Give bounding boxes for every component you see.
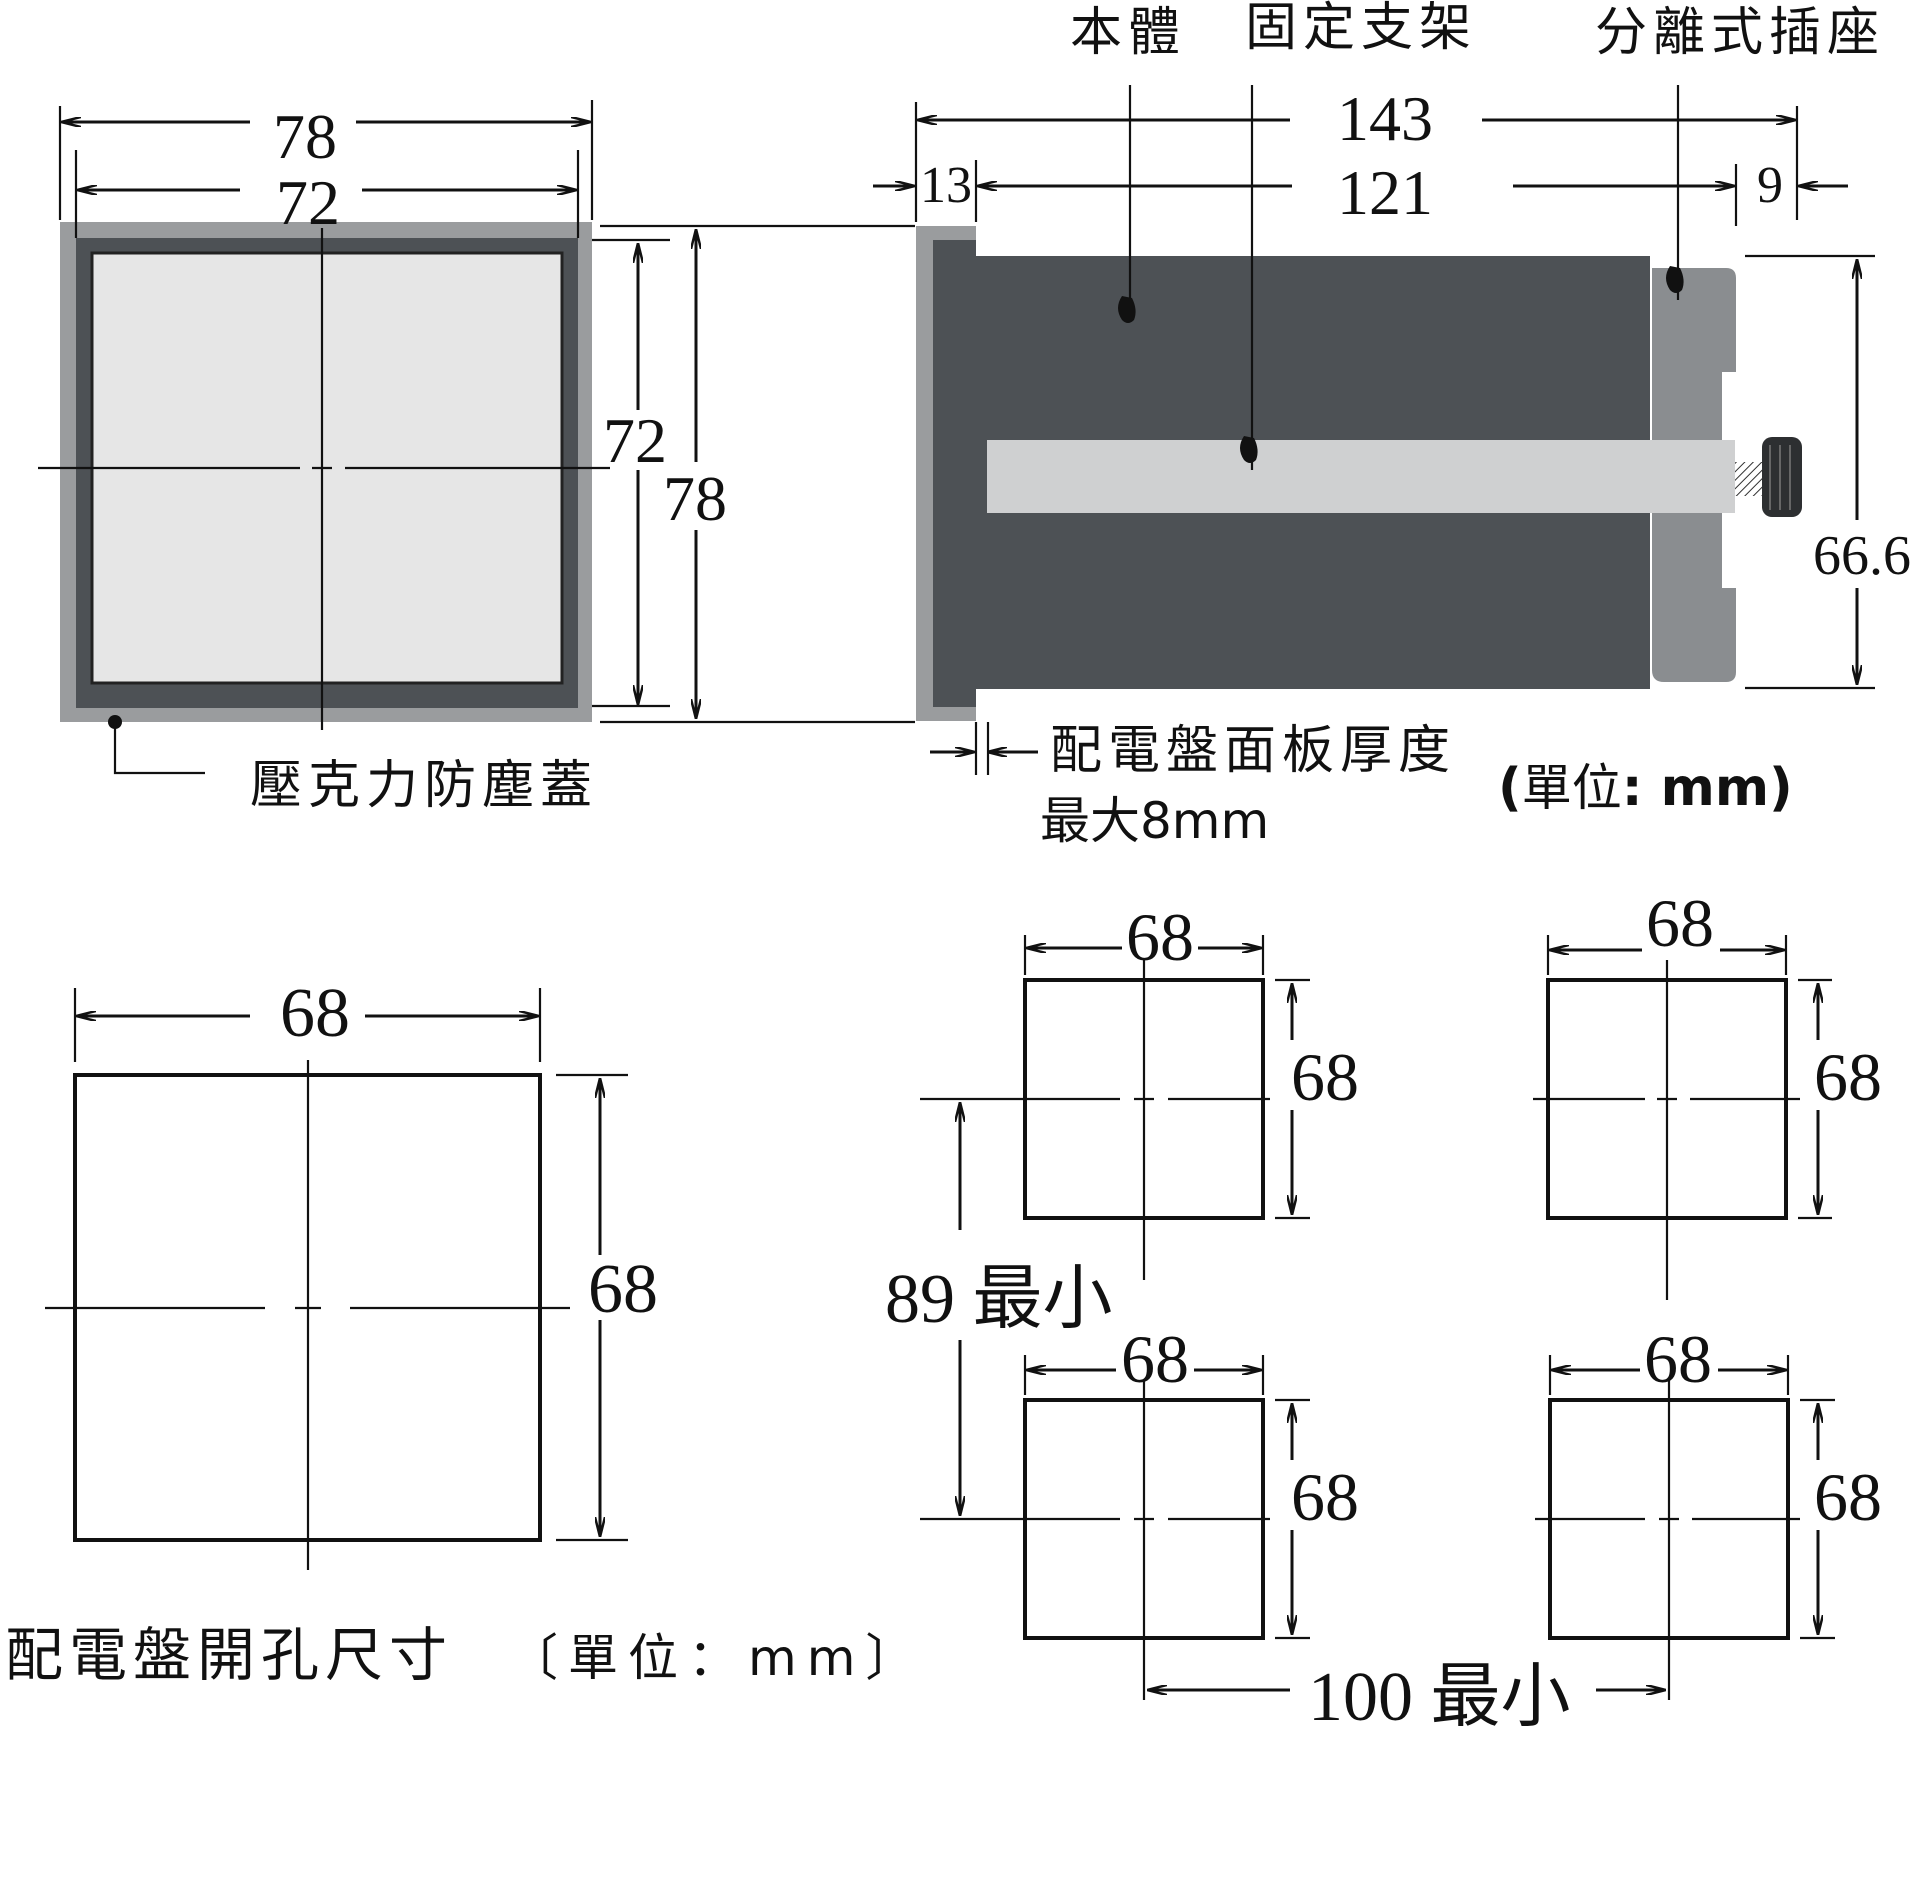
label-min-100: 100 最小 xyxy=(1308,1659,1571,1736)
label-panel-thickness: 配電盤面板厚度 xyxy=(1050,721,1456,781)
label-cutout-title: 配電盤開孔尺寸 xyxy=(5,1621,453,1689)
dim-label: 68 xyxy=(1121,1321,1189,1397)
cutout-grid: 68 68 68 68 68 68 xyxy=(885,885,1882,1736)
dim-label: 121 xyxy=(1337,157,1433,228)
dim-label: 68 xyxy=(280,975,350,1052)
dim-label: 68 xyxy=(1644,1321,1712,1397)
dim-label: 68 xyxy=(1814,1459,1882,1535)
leader-socket-hand xyxy=(1666,266,1684,293)
front-view: 78 72 72 78 壓克力防塵蓋 xyxy=(38,100,915,816)
side-bracket xyxy=(987,440,1735,513)
cutout-view: 68 68 配電盤開孔尺寸 〔單位：mm〕 xyxy=(5,975,925,1689)
dim-label: 72 xyxy=(603,405,667,476)
dim-label: 68 xyxy=(1291,1459,1359,1535)
label-socket: 分離式插座 xyxy=(1595,3,1885,63)
dim-label: 68 xyxy=(1814,1039,1882,1115)
side-view: 本體 固定支架 分離式插座 143 121 13 9 66.6 xyxy=(873,0,1911,850)
leader-body-hand xyxy=(1118,296,1136,323)
dim-label: 9 xyxy=(1757,157,1783,214)
dim-label: 66.6 xyxy=(1813,525,1911,587)
label-min-89: 89 最小 xyxy=(885,1261,1113,1338)
side-bezel-dark xyxy=(933,240,976,707)
label-body: 本體 xyxy=(1070,3,1186,63)
label-acrylic-cover: 壓克力防塵蓋 xyxy=(250,756,598,816)
dim-label: 72 xyxy=(276,167,340,238)
dim-label: 68 xyxy=(1291,1039,1359,1115)
bracket-screw-knob xyxy=(1762,437,1802,517)
dim-label: 68 xyxy=(1126,899,1194,975)
label-cutout-unit: 〔單位：mm〕 xyxy=(508,1629,925,1687)
dim-label: 68 xyxy=(588,1251,658,1328)
label-bracket: 固定支架 xyxy=(1245,0,1477,58)
dim-label: 13 xyxy=(920,157,972,214)
label-panel-thickness-max: 最大8mm xyxy=(1040,792,1269,850)
bracket-screw-thread xyxy=(1735,462,1765,496)
leader-bracket-hand xyxy=(1240,436,1258,463)
dim-label: 78 xyxy=(663,463,727,534)
label-unit-top: (單位: mm) xyxy=(1498,758,1793,818)
dim-label: 68 xyxy=(1646,885,1714,961)
dim-label: 78 xyxy=(273,101,337,172)
leader-acrylic-cover xyxy=(113,722,205,775)
dim-label: 143 xyxy=(1337,83,1433,154)
